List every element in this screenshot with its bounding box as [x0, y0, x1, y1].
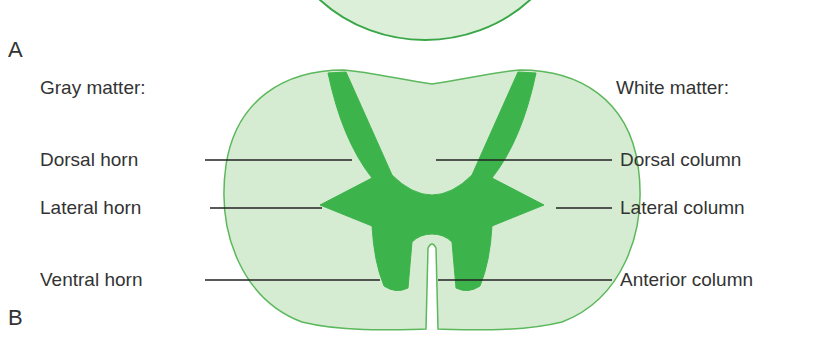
part-label: White matter: [616, 77, 729, 100]
gray-matter [320, 72, 544, 291]
part-label: Anterior column [620, 269, 753, 292]
leader-line [438, 279, 612, 281]
part-label: Ventral horn [40, 269, 142, 292]
leader-line [556, 207, 612, 209]
leader-line [210, 207, 322, 209]
white-matter [224, 70, 640, 330]
figure-a-outline [275, 0, 575, 40]
part-label: Dorsal column [620, 149, 741, 172]
leader-line [205, 159, 352, 161]
part-label: Dorsal horn [40, 149, 138, 172]
panel-letter: A [8, 37, 23, 63]
panel-letter: B [8, 305, 23, 331]
leader-line [436, 159, 612, 161]
leader-line [205, 279, 380, 281]
leader-lines [205, 160, 612, 280]
part-label: Lateral column [620, 197, 745, 220]
part-label: Gray matter: [40, 77, 146, 100]
part-label: Lateral horn [40, 197, 141, 220]
